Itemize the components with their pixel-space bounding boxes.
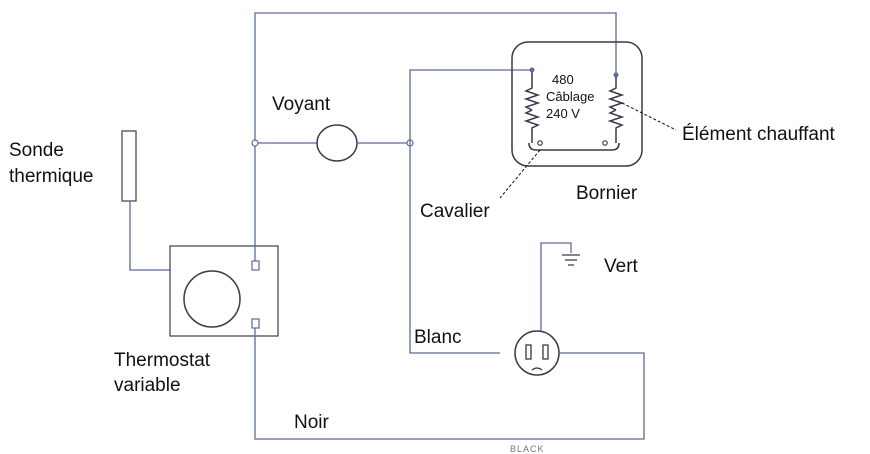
thermostat-label-line1: Thermostat [114, 350, 211, 371]
top-loop-wire [254, 12, 617, 261]
resistor-left-upper [523, 72, 541, 111]
element-leader-line [621, 102, 677, 131]
element-chauffant-label: Élément chauffant [682, 124, 836, 145]
resistor-left-lower [523, 109, 541, 143]
cavalier-label: Cavalier [420, 201, 490, 222]
thermostat-terminal-top [251, 260, 260, 271]
neutral-wire [409, 69, 532, 354]
bornier-terminal-top-left [529, 67, 535, 73]
receptacle-ground-pin [531, 367, 543, 371]
receptacle-slot-right [542, 344, 549, 360]
voyant-label: Voyant [272, 94, 331, 115]
voyant-lamp [316, 124, 358, 162]
black-wire-label: BLACK [510, 444, 545, 454]
ground-wire [540, 242, 572, 336]
sonde-label-line1: Sonde [9, 140, 64, 161]
bornier-box [511, 41, 643, 167]
cavalier-jumper-bar [528, 142, 620, 151]
hot-wire [254, 328, 645, 440]
probe-capillary-wire [129, 201, 170, 271]
vert-label: Vert [604, 256, 639, 277]
thermostat-label-line2: variable [114, 375, 181, 396]
bornier-screw-left [537, 140, 543, 146]
bornier-terminal-top-right [613, 72, 619, 78]
thermostat-dial [183, 270, 241, 328]
cavalier-leader-line [499, 149, 541, 199]
temperature-probe [121, 130, 137, 202]
thermostat-box [169, 245, 279, 337]
receptacle-slot-left [525, 344, 532, 360]
wiring-240-label: 240 V [546, 106, 580, 121]
resistor-right-upper [607, 77, 625, 111]
wiring-480-label: 480 [552, 72, 574, 87]
noir-label: Noir [294, 412, 330, 433]
ground-icon [562, 254, 580, 266]
resistor-right-lower [607, 109, 625, 143]
blanc-label: Blanc [414, 327, 462, 348]
thermostat-terminal-bottom [251, 318, 260, 329]
wiring-cablage-label: Câblage [546, 89, 594, 104]
bornier-label: Bornier [576, 183, 638, 204]
junction-dot-left [251, 139, 259, 147]
sonde-label-line2: thermique [9, 166, 94, 187]
bornier-screw-right [602, 140, 608, 146]
